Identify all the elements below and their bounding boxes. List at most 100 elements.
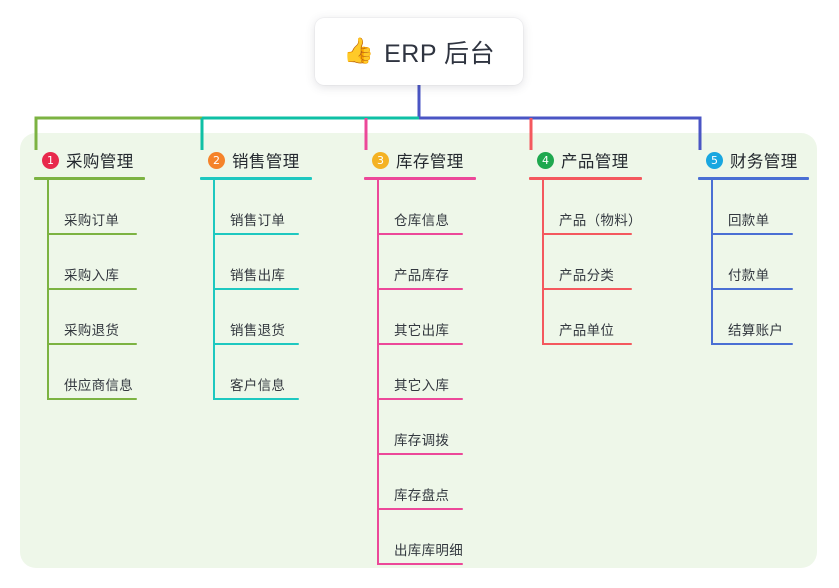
leaf-node[interactable]: 采购入库 bbox=[47, 235, 145, 290]
branch-title: 销售管理 bbox=[232, 153, 300, 171]
leaf-underline bbox=[213, 398, 299, 400]
leaf-underline bbox=[377, 398, 463, 400]
leaf-label: 采购订单 bbox=[64, 213, 120, 228]
branch-column-1: 1 采购管理采购订单采购入库采购退货供应商信息 bbox=[34, 148, 145, 400]
leaf-underline bbox=[47, 398, 137, 400]
leaf-label: 销售出库 bbox=[230, 268, 286, 283]
branch-header-3[interactable]: 3 库存管理 bbox=[364, 148, 476, 172]
branch-header-underline bbox=[529, 177, 642, 180]
leaf-underline bbox=[213, 343, 299, 345]
leaf-underline bbox=[47, 288, 137, 290]
leaf-label: 销售退货 bbox=[230, 323, 286, 338]
leaf-label: 销售订单 bbox=[230, 213, 286, 228]
leaf-label: 客户信息 bbox=[230, 378, 286, 393]
leaf-node[interactable]: 仓库信息 bbox=[377, 180, 476, 235]
leaf-label: 其它入库 bbox=[394, 378, 450, 393]
branch-header-underline bbox=[200, 177, 312, 180]
leaf-node[interactable]: 其它入库 bbox=[377, 345, 476, 400]
branch-number-badge: 3 bbox=[372, 151, 389, 169]
leaf-underline bbox=[377, 343, 463, 345]
branch-spine bbox=[711, 180, 713, 345]
branch-item-list: 回款单付款单结算账户 bbox=[698, 180, 809, 345]
branch-spine bbox=[47, 180, 49, 400]
leaf-node[interactable]: 供应商信息 bbox=[47, 345, 145, 400]
leaf-node[interactable]: 库存盘点 bbox=[377, 455, 476, 510]
branch-spine bbox=[213, 180, 215, 400]
leaf-label: 产品单位 bbox=[559, 323, 615, 338]
branch-column-3: 3 库存管理仓库信息产品库存其它出库其它入库库存调拨库存盘点出库库明细 bbox=[364, 148, 476, 565]
leaf-underline bbox=[377, 453, 463, 455]
leaf-node[interactable]: 销售退货 bbox=[213, 290, 312, 345]
leaf-node[interactable]: 销售出库 bbox=[213, 235, 312, 290]
branch-header-1[interactable]: 1 采购管理 bbox=[34, 148, 145, 172]
leaf-underline bbox=[213, 288, 299, 290]
leaf-underline bbox=[542, 233, 632, 235]
leaf-label: 库存调拨 bbox=[394, 433, 450, 448]
branch-spine bbox=[542, 180, 544, 345]
leaf-node[interactable]: 客户信息 bbox=[213, 345, 312, 400]
branch-title: 产品管理 bbox=[561, 153, 629, 171]
branch-item-list: 产品（物料） 产品分类产品单位 bbox=[529, 180, 642, 345]
branch-number-badge: 1 bbox=[42, 151, 59, 169]
leaf-underline bbox=[377, 508, 463, 510]
branch-column-5: 5 财务管理回款单付款单结算账户 bbox=[698, 148, 809, 345]
branch-column-4: 4 产品管理产品（物料） 产品分类产品单位 bbox=[529, 148, 642, 345]
branch-item-list: 仓库信息产品库存其它出库其它入库库存调拨库存盘点出库库明细 bbox=[364, 180, 476, 565]
branch-number-badge: 4 bbox=[537, 151, 554, 169]
leaf-underline bbox=[711, 288, 793, 290]
branch-background-panel bbox=[20, 133, 817, 568]
leaf-node[interactable]: 出库库明细 bbox=[377, 510, 476, 565]
leaf-underline bbox=[47, 233, 137, 235]
leaf-underline bbox=[542, 288, 632, 290]
leaf-node[interactable]: 其它出库 bbox=[377, 290, 476, 345]
leaf-label: 库存盘点 bbox=[394, 488, 450, 503]
leaf-node[interactable]: 产品单位 bbox=[542, 290, 642, 345]
leaf-underline bbox=[213, 233, 299, 235]
branch-header-underline bbox=[698, 177, 809, 180]
leaf-label: 回款单 bbox=[728, 213, 770, 228]
leaf-label: 仓库信息 bbox=[394, 213, 450, 228]
leaf-label: 付款单 bbox=[728, 268, 770, 283]
leaf-node[interactable]: 库存调拨 bbox=[377, 400, 476, 455]
leaf-underline bbox=[377, 233, 463, 235]
leaf-label: 结算账户 bbox=[728, 323, 784, 338]
leaf-underline bbox=[377, 288, 463, 290]
branch-header-underline bbox=[364, 177, 476, 180]
leaf-node[interactable]: 采购退货 bbox=[47, 290, 145, 345]
leaf-label: 采购退货 bbox=[64, 323, 120, 338]
leaf-node[interactable]: 产品分类 bbox=[542, 235, 642, 290]
leaf-node[interactable]: 结算账户 bbox=[711, 290, 809, 345]
leaf-underline bbox=[542, 343, 632, 345]
branch-header-4[interactable]: 4 产品管理 bbox=[529, 148, 642, 172]
root-node[interactable]: 👍 ERP 后台 bbox=[315, 18, 523, 85]
leaf-underline bbox=[711, 343, 793, 345]
branch-item-list: 销售订单销售出库销售退货客户信息 bbox=[200, 180, 312, 400]
leaf-label: 出库库明细 bbox=[394, 543, 463, 558]
page-title: ERP 后台 bbox=[384, 39, 496, 68]
leaf-underline bbox=[47, 343, 137, 345]
branch-header-underline bbox=[34, 177, 145, 180]
leaf-node[interactable]: 回款单 bbox=[711, 180, 809, 235]
leaf-label: 产品库存 bbox=[394, 268, 450, 283]
branch-number-badge: 5 bbox=[706, 151, 723, 169]
thumbs-up-icon: 👍 bbox=[342, 37, 375, 65]
branch-title: 采购管理 bbox=[66, 153, 134, 171]
leaf-label: 其它出库 bbox=[394, 323, 450, 338]
leaf-underline bbox=[377, 563, 463, 565]
leaf-node[interactable]: 产品库存 bbox=[377, 235, 476, 290]
leaf-node[interactable]: 采购订单 bbox=[47, 180, 145, 235]
branch-header-2[interactable]: 2 销售管理 bbox=[200, 148, 312, 172]
branch-spine bbox=[377, 180, 379, 565]
branch-number-badge: 2 bbox=[208, 151, 225, 169]
branch-title: 财务管理 bbox=[730, 153, 798, 171]
leaf-label: 产品分类 bbox=[559, 268, 615, 283]
branch-item-list: 采购订单采购入库采购退货供应商信息 bbox=[34, 180, 145, 400]
branch-title: 库存管理 bbox=[396, 153, 464, 171]
leaf-underline bbox=[711, 233, 793, 235]
leaf-label: 产品（物料） bbox=[559, 213, 642, 228]
leaf-node[interactable]: 付款单 bbox=[711, 235, 809, 290]
branch-header-5[interactable]: 5 财务管理 bbox=[698, 148, 809, 172]
leaf-node[interactable]: 销售订单 bbox=[213, 180, 312, 235]
leaf-node[interactable]: 产品（物料） bbox=[542, 180, 642, 235]
